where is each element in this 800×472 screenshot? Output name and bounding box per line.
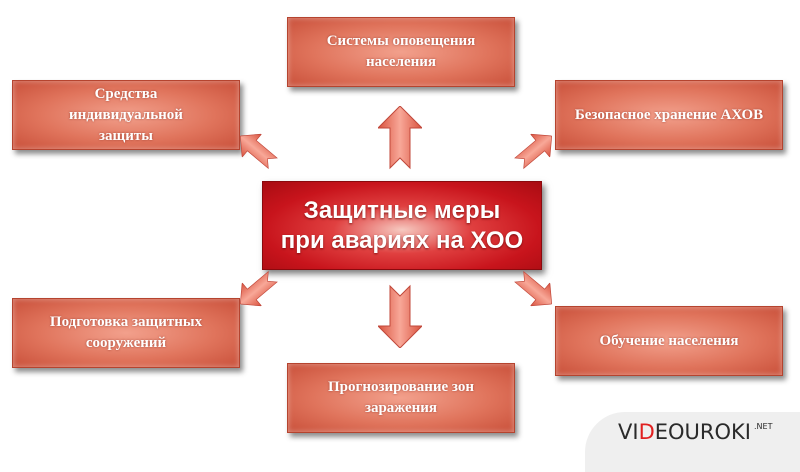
box-safe-storage: Безопасное хранение АХОВ xyxy=(555,80,783,150)
box-label: Безопасное хранение АХОВ xyxy=(574,106,764,123)
arrow-up-right-icon xyxy=(509,124,562,175)
box-forecasting: Прогнозирование зон заражения xyxy=(287,363,515,433)
box-label: Подготовка защитных сооружений xyxy=(49,314,203,351)
box-label: Средства индивидуальной защиты xyxy=(69,85,183,144)
box-training: Обучение населения xyxy=(555,306,783,376)
center-title-line2: при авариях на ХОО xyxy=(280,226,524,254)
arrow-down-right-icon xyxy=(509,264,562,315)
arrow-down-icon xyxy=(378,284,422,348)
logo-suffix: .NET xyxy=(754,422,773,431)
arrow-up-icon xyxy=(378,106,422,170)
box-notification-systems: Системы оповещения населения xyxy=(287,17,515,87)
box-shelters: Подготовка защитных сооружений xyxy=(12,298,240,368)
logo-accent: D xyxy=(638,420,655,444)
box-label: Обучение населения xyxy=(599,332,739,349)
logo-text: EOUROKI xyxy=(654,420,751,444)
box-personal-protection: Средства индивидуальной защиты xyxy=(12,80,240,150)
center-box: Защитные меры при авариях на ХОО xyxy=(262,181,542,270)
center-title-line1: Защитные меры xyxy=(303,196,501,224)
box-label: Прогнозирование зон заражения xyxy=(328,379,474,416)
videouroki-logo: VIDEOUROKI.NET xyxy=(618,420,772,444)
box-label: Системы оповещения населения xyxy=(326,33,476,70)
logo-text: VI xyxy=(618,420,639,444)
